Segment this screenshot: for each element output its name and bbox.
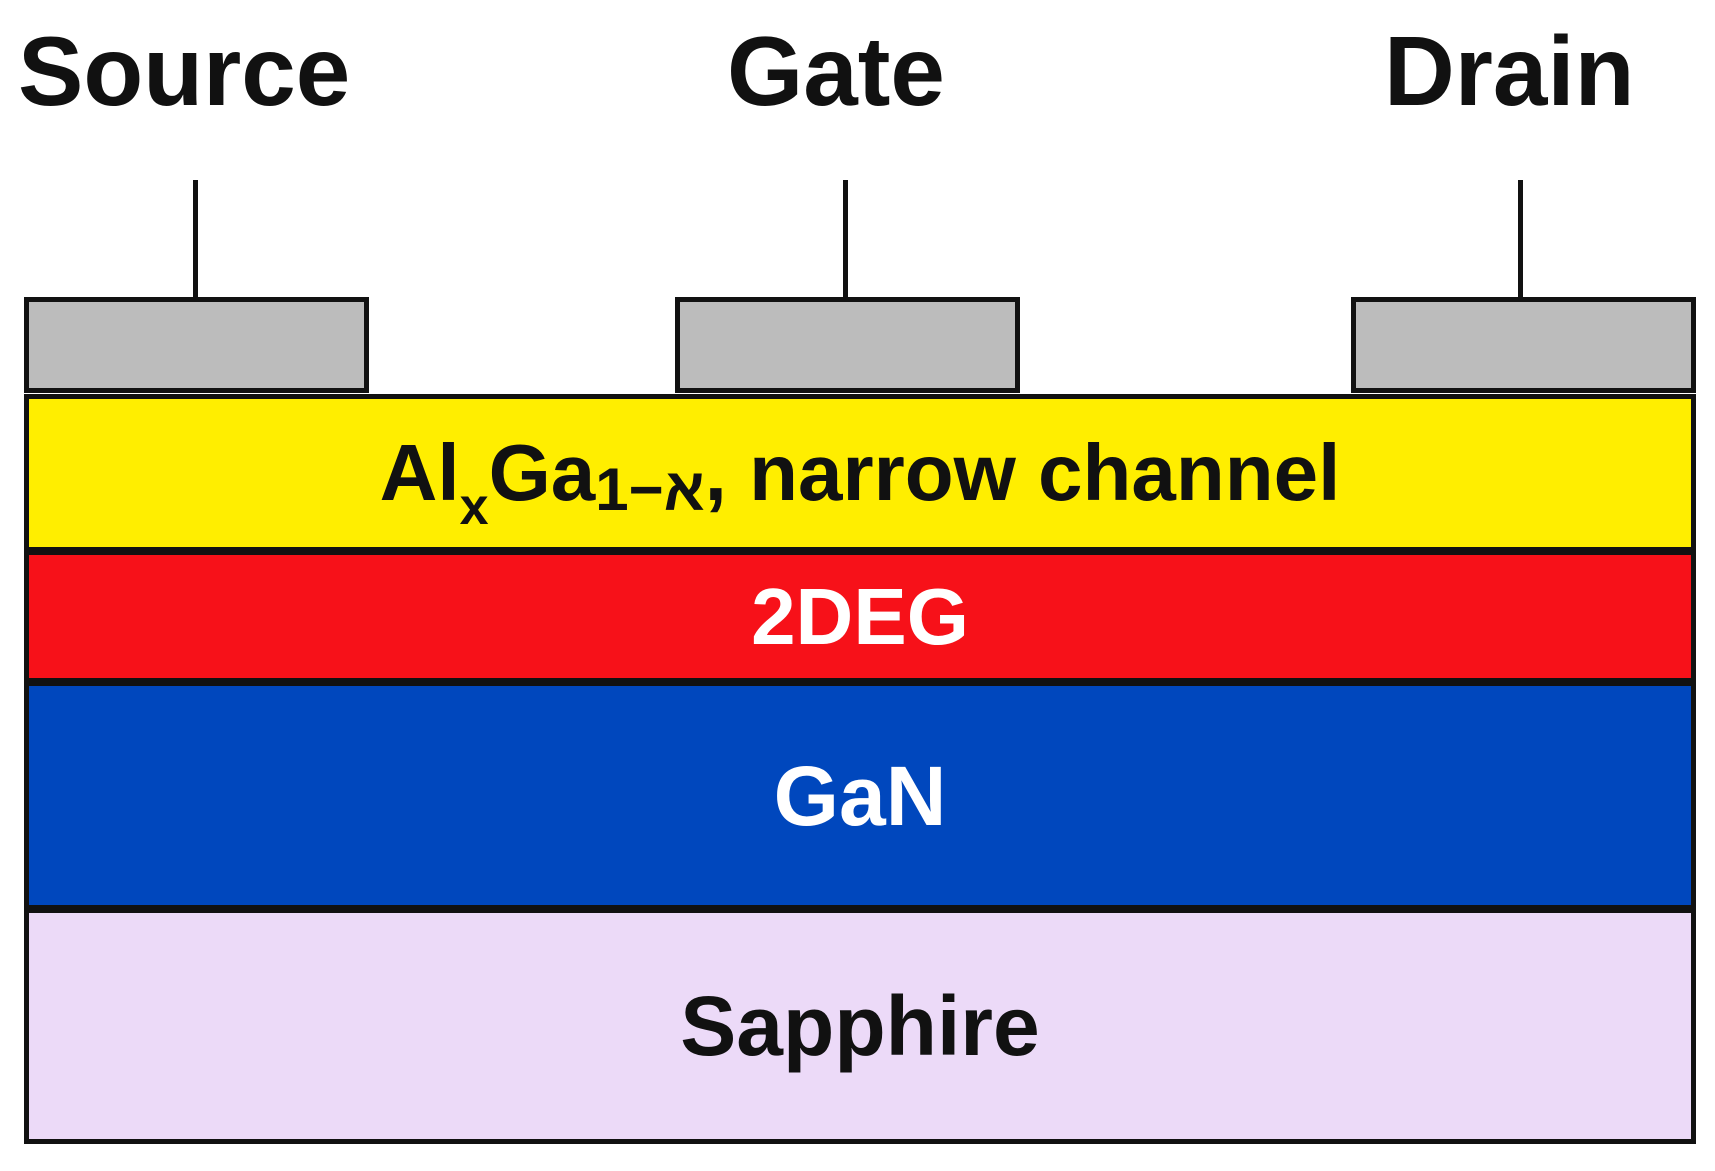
gate-lead-wire bbox=[843, 180, 848, 298]
gan-layer: GaN bbox=[24, 681, 1696, 910]
formula-suffix: , narrow channel bbox=[704, 428, 1341, 517]
sapphire-layer-label: Sapphire bbox=[680, 979, 1040, 1073]
gan-layer-label: GaN bbox=[773, 748, 947, 843]
source-contact bbox=[24, 297, 369, 393]
source-label: Source bbox=[18, 16, 351, 126]
formula-sub-x: x bbox=[459, 478, 489, 536]
drain-lead-wire bbox=[1518, 180, 1523, 298]
algan-layer-label: AlxGa1−א, narrow channel bbox=[380, 433, 1341, 534]
2deg-layer-label: 2DEG bbox=[751, 571, 969, 661]
formula-ga: Ga bbox=[488, 428, 596, 517]
formula-sub-1mx: 1−א bbox=[595, 456, 705, 523]
formula-al: Al bbox=[379, 428, 460, 517]
gate-contact bbox=[675, 297, 1020, 393]
sapphire-substrate-layer: Sapphire bbox=[24, 908, 1696, 1144]
drain-contact bbox=[1351, 297, 1696, 393]
drain-label: Drain bbox=[1384, 16, 1635, 126]
algan-barrier-layer: AlxGa1−א, narrow channel bbox=[24, 394, 1696, 552]
2deg-layer: 2DEG bbox=[24, 550, 1696, 683]
gate-label: Gate bbox=[727, 16, 945, 126]
source-lead-wire bbox=[193, 180, 198, 298]
